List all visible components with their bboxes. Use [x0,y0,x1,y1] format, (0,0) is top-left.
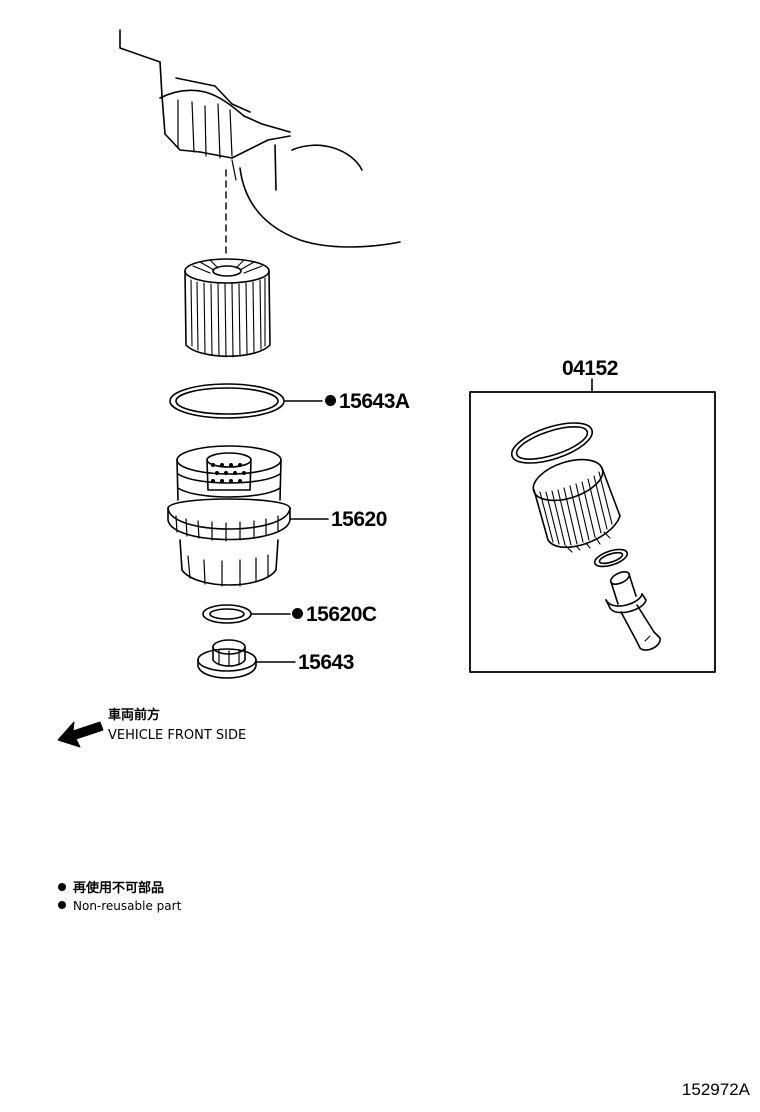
callout-gasket-small-label: 15620C [306,603,377,626]
callout-o-ring-large-label: 15643A [339,390,410,413]
callout-o-ring-large: 15643A [325,391,410,412]
legend-english-label: Non-reusable part [73,899,182,913]
callout-gasket-small: 15620C [292,604,377,625]
filter-cap-drawing [167,445,291,587]
non-reusable-bullet-icon [58,901,66,909]
kit-filter-element-drawing [532,458,621,553]
callout-drain-plug: 15643 [298,652,354,673]
callout-element-kit: 04152 [562,358,618,379]
non-reusable-bullet-icon [325,395,336,406]
filter-element-drawing [184,258,271,358]
callout-element-kit-label: 04152 [562,357,618,380]
gasket-small-drawing [202,604,252,624]
o-ring-large-drawing [169,383,285,419]
kit-drain-tube-drawing [605,571,661,651]
kit-gasket-drawing [593,548,629,568]
figure-id: 152972A [681,1080,750,1099]
kit-o-ring-drawing [510,422,594,464]
legend-japanese: 再使用不可部品 [58,882,164,895]
legend-japanese-label: 再使用不可部品 [73,881,165,896]
engine-block-outline [119,29,401,248]
drain-plug-drawing [197,639,257,679]
legend-english: Non-reusable part [58,900,181,912]
direction-note-english: VEHICLE FRONT SIDE [108,728,247,743]
callout-drain-plug-label: 15643 [298,651,354,674]
non-reusable-bullet-icon [292,608,303,619]
front-direction-arrow-icon [57,721,104,748]
non-reusable-bullet-icon [58,883,66,891]
callout-filter-cap: 15620 [331,509,387,530]
callout-filter-cap-label: 15620 [331,508,387,531]
direction-note-japanese: 車両前方 [108,708,161,723]
